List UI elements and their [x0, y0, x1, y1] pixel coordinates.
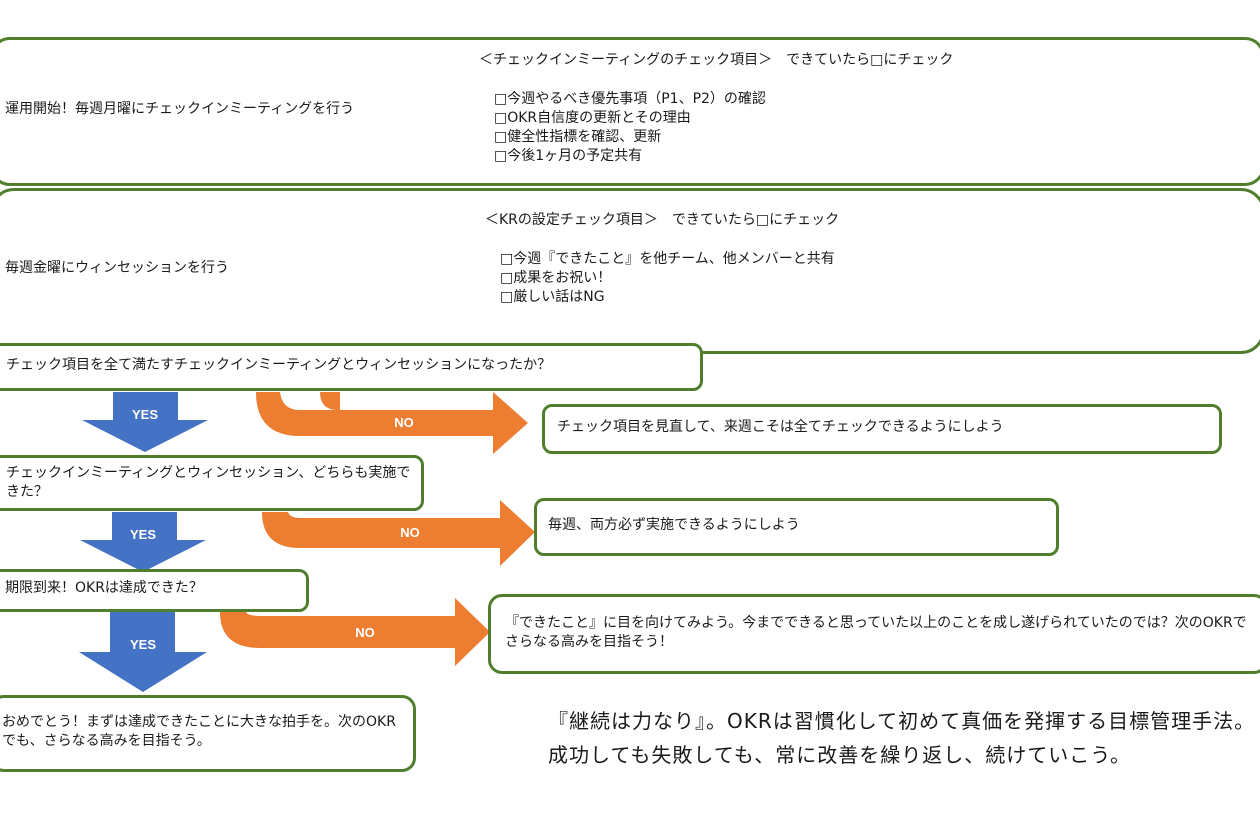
question-3-box — [0, 569, 309, 612]
yes-arrow-2: YES — [80, 512, 206, 572]
question-3-text: 期限到来！OKRは達成できた？ — [5, 580, 203, 596]
no-label-3: NO — [355, 625, 375, 640]
question-1-text: チェック項目を全て満たすチェックインミーティングとウィンセッションになったか？ — [6, 357, 552, 373]
win-session-box — [0, 188, 1260, 354]
question-3-no-text: 『できたこと』に目を向けてみよう。今までできると思っていた以上のことを成し遂げら… — [505, 615, 1247, 650]
yes-arrow-1: YES — [82, 392, 208, 452]
kr-checklist-title: ＜KRの設定チェック項目＞ できていたら□にチェック — [485, 212, 840, 228]
checklist-item[interactable]: □健全性指標を確認、更新 — [494, 129, 662, 145]
checklist-item[interactable]: □厳しい話はNG — [500, 289, 605, 305]
yes-label-1: YES — [132, 407, 158, 422]
no-arrow-3: NO — [220, 598, 490, 666]
checklist-item[interactable]: □成果をお祝い！ — [500, 270, 612, 286]
yes-label-2: YES — [130, 527, 156, 542]
question-1-box — [0, 343, 703, 391]
question-3-no-box — [488, 594, 1260, 674]
closing-message: 『継続は力なり』。OKRは習慣化して初めて真価を発揮する目標管理手法。成功しても… — [548, 709, 1256, 767]
question-2-no-box — [534, 498, 1059, 556]
no-label-1: NO — [394, 415, 414, 430]
question-2-box — [0, 455, 424, 511]
checkin-meeting-box — [0, 37, 1260, 186]
checklist-item[interactable]: □今週やるべき優先事項（P1、P2）の確認 — [494, 91, 766, 107]
no-arrow-1: NO — [256, 392, 528, 454]
kr-checklist: □今週『できたこと』を他チーム、他メンバーと共有 □成果をお祝い！ □厳しい話は… — [500, 250, 835, 307]
success-box — [0, 695, 416, 772]
checkin-checklist: □今週やるべき優先事項（P1、P2）の確認 □OKR自信度の更新とその理由 □健… — [494, 90, 766, 166]
checkin-checklist-title: ＜チェックインミーティングのチェック項目＞ できていたら□にチェック — [479, 52, 954, 68]
win-session-label: 毎週金曜にウィンセッションを行う — [5, 260, 229, 276]
success-text: おめでとう！まずは達成できたことに大きな拍手を。次のOKRでも、さらなる高みを目… — [2, 714, 396, 749]
question-1-no-box — [542, 404, 1222, 454]
checklist-item[interactable]: □今後1ヶ月の予定共有 — [494, 148, 643, 164]
no-label-2: NO — [400, 525, 420, 540]
yes-arrow-3: YES — [79, 612, 207, 692]
yes-label-3: YES — [130, 637, 156, 652]
question-2-no-text: 毎週、両方必ず実施できるようにしよう — [548, 517, 800, 533]
question-1-no-text: チェック項目を見直して、来週こそは全てチェックできるようにしよう — [557, 419, 1004, 435]
checkin-meeting-label: 運用開始！毎週月曜にチェックインミーティングを行う — [5, 101, 355, 117]
no-arrow-2: NO — [262, 500, 535, 566]
question-2-text: チェックインミーティングとウィンセッション、どちらも実施できた？ — [6, 465, 411, 500]
checklist-item[interactable]: □今週『できたこと』を他チーム、他メンバーと共有 — [500, 251, 835, 267]
checklist-item[interactable]: □OKR自信度の更新とその理由 — [494, 110, 691, 126]
